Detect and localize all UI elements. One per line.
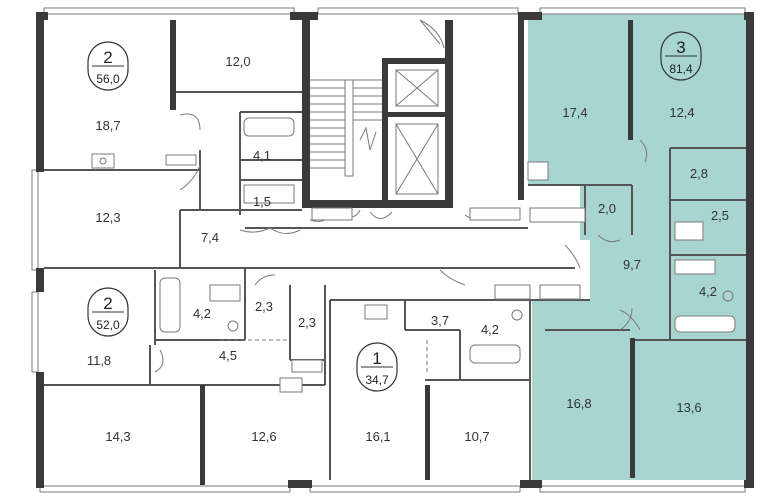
room-area: 18,7 <box>95 118 120 133</box>
room-area: 4,2 <box>481 322 499 337</box>
sink-icon-3 <box>364 304 388 320</box>
counter-icon-4 <box>674 259 716 275</box>
apartment-badge: 2 56,0 <box>87 41 129 91</box>
sink-icon <box>91 153 115 169</box>
stair-elevator-core <box>302 12 453 208</box>
toilet-icon <box>227 320 239 332</box>
apartment-area: 56,0 <box>96 72 120 86</box>
apartment-area: 34,7 <box>365 373 389 387</box>
room-area: 4,2 <box>193 306 211 321</box>
room-area: 13,6 <box>676 400 701 415</box>
counter-icon-3 <box>539 284 581 300</box>
fixtures <box>91 117 736 393</box>
room-area: 2,3 <box>298 315 316 330</box>
room-area: 17,4 <box>562 105 587 120</box>
bathtub-icon-2 <box>243 184 295 204</box>
room-area: 2,0 <box>598 201 616 216</box>
apartment-rooms: 3 <box>676 38 685 57</box>
counter-icon-2 <box>291 359 323 373</box>
apartment-badge-highlighted: 3 81,4 <box>660 31 702 81</box>
room-area: 9,7 <box>623 257 641 272</box>
counter-icon <box>165 154 197 166</box>
apartment-area: 81,4 <box>669 62 693 76</box>
bathtub-icon <box>243 117 295 137</box>
apartment-rooms: 2 <box>103 48 112 67</box>
room-area: 2,5 <box>711 208 729 223</box>
room-area: 1,5 <box>253 194 271 209</box>
window-strip-top <box>31 7 746 493</box>
room-area: 14,3 <box>105 429 130 444</box>
room-area: 16,8 <box>566 396 591 411</box>
sink-icon-4 <box>527 161 549 181</box>
room-area: 7,4 <box>201 230 219 245</box>
room-area: 10,7 <box>464 429 489 444</box>
highlighted-apartment-area <box>528 14 752 480</box>
room-area: 4,5 <box>219 348 237 363</box>
apartment-badge: 1 34,7 <box>356 342 398 392</box>
sink-icon-2 <box>279 377 303 393</box>
bathtub-icon-5 <box>674 315 736 333</box>
bathtub-icon-4 <box>469 344 521 364</box>
room-area: 12,4 <box>669 105 694 120</box>
apartment-rooms: 2 <box>103 294 112 313</box>
room-area: 2,3 <box>255 299 273 314</box>
room-area: 3,7 <box>431 313 449 328</box>
apartment-area: 52,0 <box>96 318 120 332</box>
room-labels: 18,7 12,0 4,1 1,5 12,3 7,4 4,2 2,3 2,3 1… <box>87 54 729 444</box>
room-area: 12,3 <box>95 210 120 225</box>
room-area: 4,1 <box>253 148 271 163</box>
room-area: 16,1 <box>365 429 390 444</box>
vanity-icon <box>209 284 241 302</box>
apartment-rooms: 1 <box>372 349 381 368</box>
interior-walls <box>44 20 746 485</box>
room-area: 12,0 <box>225 54 250 69</box>
vanity-icon-2 <box>494 284 531 300</box>
vanity-icon-3 <box>674 221 704 241</box>
room-area: 2,8 <box>690 166 708 181</box>
apartment-badge: 2 52,0 <box>87 287 129 337</box>
stair-steps <box>310 79 382 177</box>
room-area: 12,6 <box>251 429 276 444</box>
room-area: 4,2 <box>699 284 717 299</box>
bathtub-icon-3 <box>159 277 181 333</box>
room-area: 11,8 <box>87 353 111 368</box>
